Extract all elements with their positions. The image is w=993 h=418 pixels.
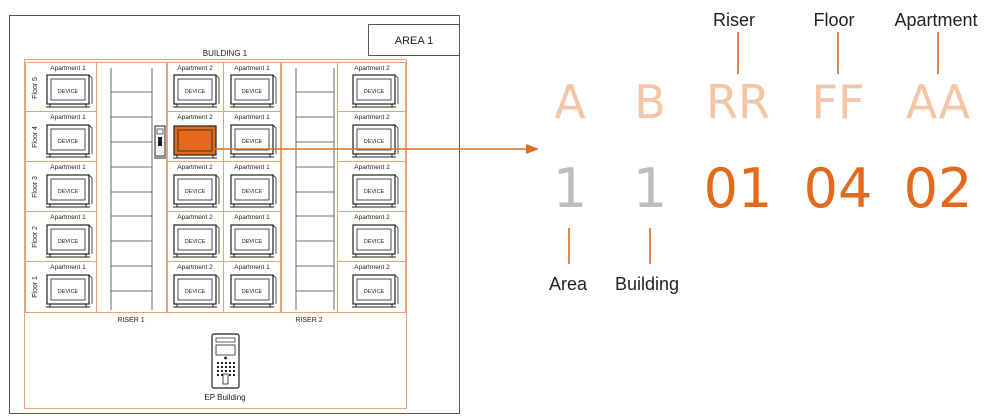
entrance-panel-icon xyxy=(211,333,240,389)
device-label: DEVICE xyxy=(242,289,263,295)
floor-caption: Floor xyxy=(813,10,854,30)
floor-label: Floor 4 xyxy=(32,126,39,148)
apartment-label: Apartment 2 xyxy=(177,214,213,221)
floor-label: Floor 2 xyxy=(32,226,39,248)
floor-row: Floor 1 Apartment 1 DEVICE Apartment 2 A… xyxy=(25,261,406,313)
arrow-head xyxy=(526,144,539,154)
floor-label: Floor 1 xyxy=(32,276,39,298)
apartment-label: Apartment 1 xyxy=(50,114,86,121)
device-label: DEVICE xyxy=(58,89,79,95)
code-value-area: 1 xyxy=(553,157,587,220)
riser-1-label: RISER 1 xyxy=(117,317,144,324)
apartment-label: Apartment 2 xyxy=(177,65,213,72)
code-value-apartment: 02 xyxy=(904,157,973,220)
apartment-label: Apartment 1 xyxy=(50,214,86,221)
apartment-label: Apartment 2 xyxy=(354,214,390,221)
device-label: DEVICE xyxy=(364,239,385,245)
apartment-label: Apartment 2 xyxy=(354,65,390,72)
apartment-label: Apartment 1 xyxy=(234,65,270,72)
apartment-label: Apartment 1 xyxy=(50,65,86,72)
apartment-label: Apartment 2 xyxy=(177,164,213,171)
device-label: DEVICE xyxy=(364,189,385,195)
code-letter-riser: RR xyxy=(706,75,770,129)
device-label: DEVICE xyxy=(58,189,79,195)
building-frame xyxy=(24,59,407,409)
apartment-label: Apartment 1 xyxy=(234,164,270,171)
device-label: DEVICE xyxy=(185,189,206,195)
device-label: DEVICE xyxy=(58,139,79,145)
floor-row: Floor 5 Apartment 1 DEVICE Apartment 2 A… xyxy=(25,62,406,112)
floor-row: Floor 2 Apartment 1 DEVICE Apartment 2 A… xyxy=(25,211,406,262)
code-value-building: 1 xyxy=(633,157,667,220)
code-letter-floor: FF xyxy=(812,75,865,129)
area-caption: Area xyxy=(549,274,588,294)
apartment-caption: Apartment xyxy=(894,10,977,30)
area-label: AREA 1 xyxy=(395,35,434,47)
riser-2-column xyxy=(281,62,338,313)
apartment-label: Apartment 1 xyxy=(50,164,86,171)
device-label: DEVICE xyxy=(185,289,206,295)
device-label: DEVICE xyxy=(242,239,263,245)
device-label: DEVICE xyxy=(242,89,263,95)
pointer-lines xyxy=(568,32,939,264)
riser-entrance-panel xyxy=(154,125,166,159)
device-label: DEVICE xyxy=(364,289,385,295)
device-label: DEVICE xyxy=(242,189,263,195)
apartment-label: Apartment 1 xyxy=(234,214,270,221)
riser-1-column xyxy=(96,62,167,313)
apartment-label: Apartment 2 xyxy=(354,264,390,271)
entrance-panel-label: EP Building xyxy=(204,393,245,402)
apartment-label: Apartment 2 xyxy=(177,264,213,271)
area-label-box xyxy=(368,24,460,56)
area-frame xyxy=(9,15,460,414)
code-letter-apartment: AA xyxy=(906,75,971,129)
building-caption: Building xyxy=(615,274,679,294)
device-label: DEVICE xyxy=(58,289,79,295)
device-label: DEVICE xyxy=(364,139,385,145)
apartment-label: Apartment 1 xyxy=(234,114,270,121)
device-label: DEVICE xyxy=(364,89,385,95)
riser-2-ladder xyxy=(295,68,335,310)
highlighted-device xyxy=(173,125,217,159)
floor-label: Floor 3 xyxy=(32,176,39,198)
floor-row: Floor 3 Apartment 1 DEVICE Apartment 2 A… xyxy=(25,161,406,212)
apartment-label: Apartment 2 xyxy=(354,114,390,121)
floor-row: Floor 4 Apartment 1 DEVICE Apartment 2 A… xyxy=(25,111,406,162)
riser-1-ladder xyxy=(110,68,153,310)
code-letter-building: B xyxy=(634,75,666,129)
code-value-floor: 04 xyxy=(804,157,873,220)
apartment-label: Apartment 1 xyxy=(50,264,86,271)
device-label: DEVICE xyxy=(185,89,206,95)
apartment-label: Apartment 1 xyxy=(234,264,270,271)
building-label: BUILDING 1 xyxy=(203,49,248,58)
riser-2-label: RISER 2 xyxy=(295,317,322,324)
code-value-riser: 01 xyxy=(704,157,773,220)
device-label: DEVICE xyxy=(58,239,79,245)
apartment-label: Apartment 2 xyxy=(177,114,213,121)
riser-caption: Riser xyxy=(713,10,755,30)
device-label: DEVICE xyxy=(242,139,263,145)
code-letter-area: A xyxy=(554,75,586,129)
apartment-label: Apartment 2 xyxy=(354,164,390,171)
floor-label: Floor 5 xyxy=(32,77,39,99)
device-label: DEVICE xyxy=(185,239,206,245)
